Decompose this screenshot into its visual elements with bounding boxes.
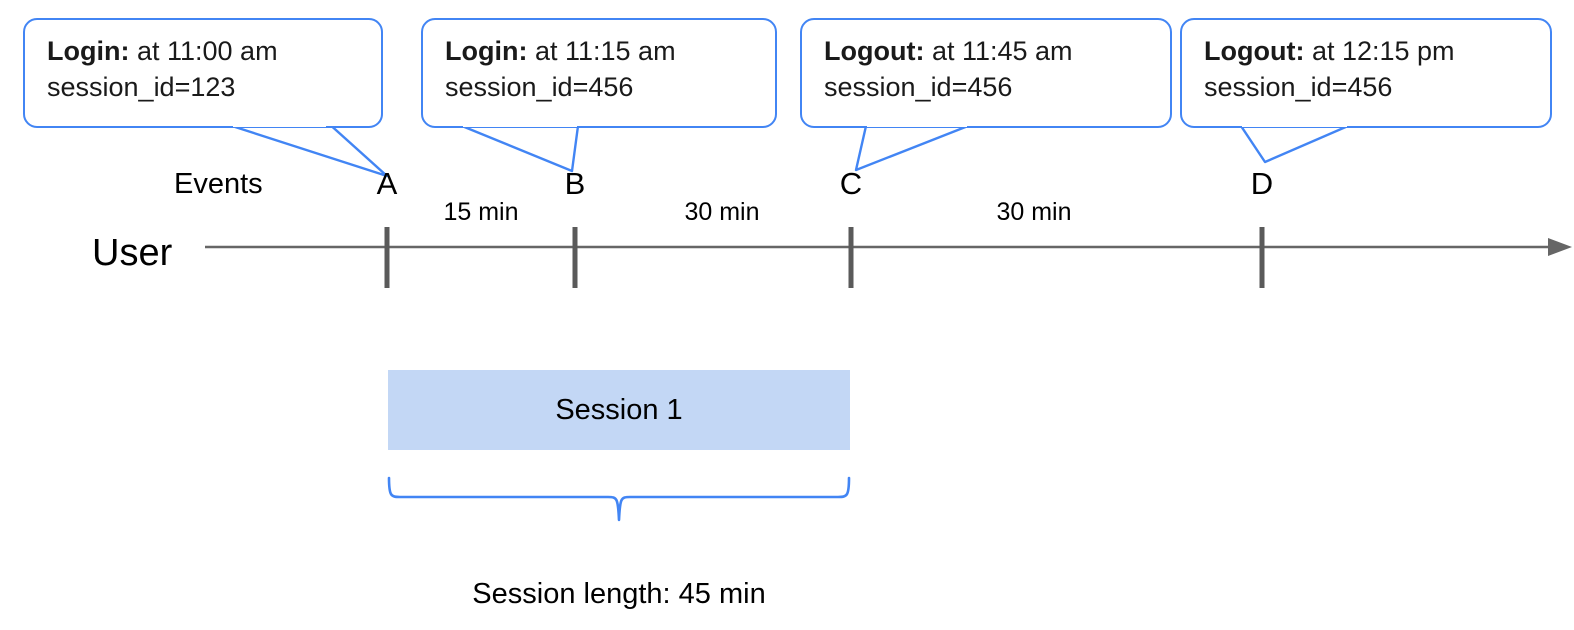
callout-d-event: Logout: <box>1204 36 1305 66</box>
events-row-label: Events <box>174 168 263 200</box>
callout-d: Logout: at 12:15 pm session_id=456 <box>1180 18 1552 128</box>
callout-a-detail: at 11:00 am <box>129 36 278 66</box>
callout-d-line1: Logout: at 12:15 pm <box>1204 34 1532 70</box>
timeline-arrowhead <box>1548 238 1572 256</box>
session-length-caption: Session length: 45 min <box>472 578 766 610</box>
callout-a: Login: at 11:00 am session_id=123 <box>23 18 383 128</box>
callout-d-session: session_id=456 <box>1204 71 1393 102</box>
marker-label-b: B <box>564 166 586 201</box>
marker-label-d: D <box>1250 166 1274 201</box>
callout-b-line1: Login: at 11:15 am <box>445 34 757 70</box>
duration-label-cd: 30 min <box>996 198 1072 226</box>
marker-label-a: A <box>376 166 398 201</box>
callout-b-session: session_id=456 <box>445 71 634 102</box>
callout-b-event: Login: <box>445 36 528 66</box>
user-row-label: User <box>92 232 173 274</box>
callout-a-session: session_id=123 <box>47 71 236 102</box>
callout-b: Login: at 11:15 am session_id=456 <box>421 18 777 128</box>
marker-label-c: C <box>839 166 863 201</box>
callout-b-detail: at 11:15 am <box>527 36 676 66</box>
duration-label-bc: 30 min <box>684 198 760 226</box>
callout-c-line1: Logout: at 11:45 am <box>824 34 1152 70</box>
callout-c: Logout: at 11:45 am session_id=456 <box>800 18 1172 128</box>
callout-c-session: session_id=456 <box>824 71 1013 102</box>
session-brace <box>387 476 851 522</box>
duration-label-ab: 15 min <box>443 198 519 226</box>
callout-a-event: Login: <box>47 36 130 66</box>
callout-d-detail: at 12:15 pm <box>1304 36 1455 66</box>
callout-c-detail: at 11:45 am <box>924 36 1073 66</box>
session-bar: Session 1 <box>388 370 850 450</box>
callout-c-event: Logout: <box>824 36 925 66</box>
session-bar-label: Session 1 <box>555 393 683 426</box>
callout-a-line1: Login: at 11:00 am <box>47 34 363 70</box>
